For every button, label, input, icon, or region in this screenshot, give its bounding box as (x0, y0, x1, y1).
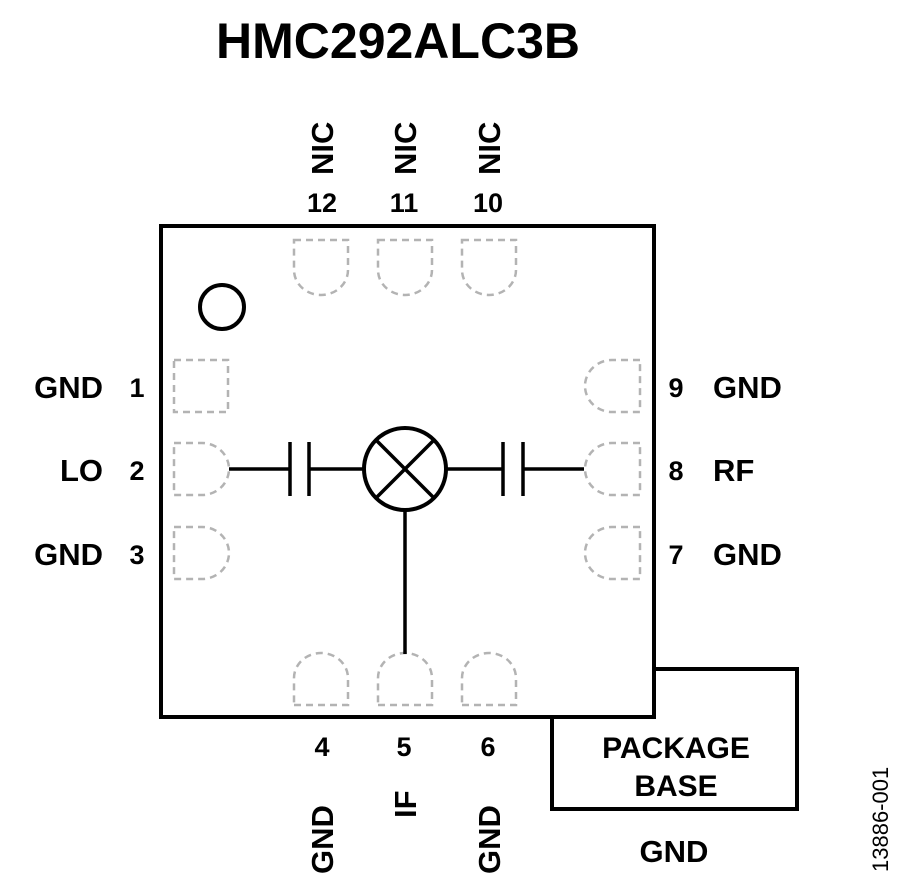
pad-9 (583, 358, 642, 414)
lo-capacitor-icon (288, 442, 311, 496)
mixer-icon (362, 426, 448, 512)
pad-8 (583, 441, 642, 497)
pad-7 (583, 525, 642, 581)
pad-6 (460, 651, 518, 707)
pad-10 (460, 238, 518, 297)
package-body (159, 224, 656, 719)
pin-1-name: GND (34, 370, 103, 405)
part-number-title: HMC292ALC3B (216, 13, 580, 69)
pin-2-name: LO (60, 453, 103, 488)
pin-4-name: GND (305, 805, 340, 874)
package-base-label-line2: BASE (634, 770, 717, 803)
pad-1 (172, 358, 230, 414)
pin-8-number: 8 (668, 456, 683, 486)
pin-9-number: 9 (668, 373, 683, 403)
pin-3-number: 3 (129, 540, 144, 570)
pin-5-number: 5 (396, 732, 411, 762)
pin-9-name: GND (713, 370, 782, 405)
pin-7-number: 7 (668, 540, 683, 570)
package-base-label-line1: PACKAGE (602, 732, 750, 765)
figure-id: 13886-001 (868, 767, 893, 872)
pin-6-number: 6 (480, 732, 495, 762)
pad-2 (172, 441, 231, 497)
pin-5-name: IF (388, 790, 423, 818)
pin-10-number: 10 (473, 188, 503, 218)
pad-4 (292, 651, 350, 707)
pin-3-name: GND (34, 537, 103, 572)
pin-8-name: RF (713, 453, 754, 488)
pad-11 (376, 238, 434, 297)
pin-1-number: 1 (129, 373, 144, 403)
pin1-indicator-icon (198, 283, 246, 331)
pin-6-name: GND (472, 805, 507, 874)
rf-capacitor-icon (501, 442, 525, 496)
pin-11-name: NIC (388, 122, 423, 175)
pad-3 (172, 525, 231, 581)
pin-12-number: 12 (307, 188, 337, 218)
pin-2-number: 2 (129, 456, 144, 486)
pin-7-name: GND (713, 537, 782, 572)
pin-4-number: 4 (314, 732, 329, 762)
pin-12-name: NIC (305, 122, 340, 175)
pin-11-number: 11 (390, 188, 419, 218)
package-base-outline (550, 667, 799, 811)
pin-10-name: NIC (472, 122, 507, 175)
pad-5 (376, 651, 434, 707)
pad-12 (292, 238, 350, 297)
package-base-net: GND (640, 834, 709, 869)
